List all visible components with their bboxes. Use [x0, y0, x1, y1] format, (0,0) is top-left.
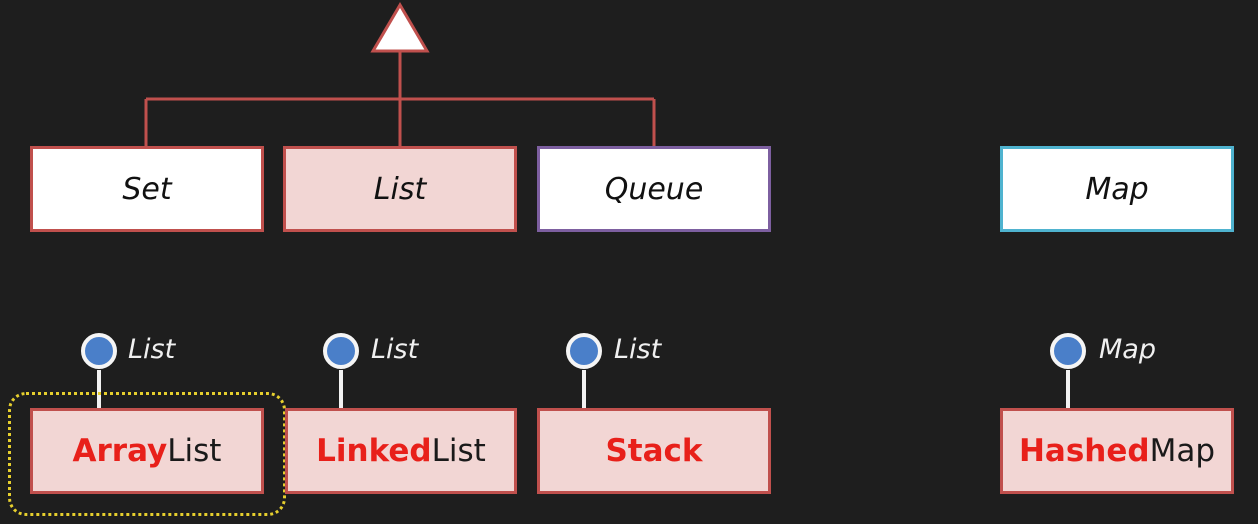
queue-label: Queue: [604, 171, 704, 207]
map-interface-box: Map: [1000, 146, 1234, 232]
stack-interface-label: List: [614, 334, 662, 365]
stack-prefix: Stack: [605, 433, 703, 469]
linkedlist-interface-label: List: [371, 334, 419, 365]
linkedlist-suffix: List: [431, 433, 486, 469]
arraylist-prefix: Array: [72, 433, 168, 469]
lollipop-interface-icon: [81, 333, 117, 369]
set-interface-box: Set: [30, 146, 264, 232]
queue-interface-box: Queue: [537, 146, 771, 232]
lollipop-interface-icon: [566, 333, 602, 369]
hashedmap-interface-label: Map: [1099, 334, 1156, 365]
list-interface-box: List: [283, 146, 517, 232]
lollipop-interface-icon: [323, 333, 359, 369]
map-label: Map: [1085, 171, 1149, 207]
lollipop-interface-icon: [1050, 333, 1086, 369]
list-label: List: [373, 171, 427, 207]
arraylist-interface-label: List: [128, 334, 176, 365]
linkedlist-prefix: Linked: [316, 433, 432, 469]
stack-class-box[interactable]: Stack: [537, 408, 771, 494]
arraylist-suffix: List: [167, 433, 222, 469]
inheritance-triangle: [370, 2, 430, 53]
selection-highlight: [8, 392, 286, 516]
hashedmap-suffix: Map: [1149, 433, 1216, 469]
hashedmap-prefix: Hashed: [1018, 433, 1150, 469]
set-label: Set: [122, 171, 172, 207]
